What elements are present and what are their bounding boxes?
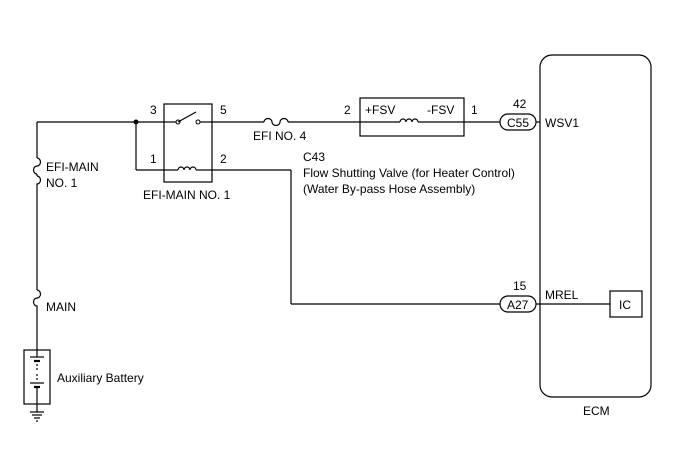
relay-coil-icon: [164, 166, 212, 171]
valve-coil-icon: [360, 118, 464, 123]
valve-minus-label: -FSV: [427, 103, 454, 117]
efi-main-fuse-label-1: EFI-MAIN: [46, 160, 99, 174]
battery-icon: [30, 350, 44, 404]
efi-main-fuse-label-2: NO. 1: [46, 176, 78, 190]
relay-pin-3: 3: [150, 103, 157, 117]
flow-shutting-valve-box: [359, 97, 465, 137]
ecm-pin-15: 15: [513, 279, 527, 293]
valve-name-line1: Flow Shutting Valve (for Heater Control): [303, 166, 515, 180]
valve-connector-label: C43: [303, 150, 325, 164]
connector-a27-label: A27: [507, 298, 529, 312]
connector-c55-label: C55: [507, 116, 529, 130]
main-fuse-label: MAIN: [46, 300, 76, 314]
main-fuse-icon: [32, 289, 42, 320]
ecm-label: ECM: [583, 404, 610, 418]
valve-name-line2: (Water By-pass Hose Assembly): [303, 182, 475, 196]
battery-label: Auxiliary Battery: [57, 371, 144, 385]
relay-pin-2: 2: [220, 152, 227, 166]
valve-plus-label: +FSV: [365, 103, 395, 117]
ecm-box: [539, 54, 652, 398]
efi-no4-fuse-icon: [263, 117, 289, 127]
ground-icon: [30, 404, 44, 422]
relay-label: EFI-MAIN NO. 1: [143, 188, 231, 202]
signal-wsv1: WSV1: [545, 116, 579, 130]
signal-mrel: MREL: [545, 288, 579, 302]
relay-pin-5: 5: [220, 103, 227, 117]
relay-pin-1: 1: [150, 152, 157, 166]
efi-no4-label: EFI NO. 4: [253, 129, 307, 143]
efi-main-fuse-icon: [32, 157, 42, 176]
ic-box: [609, 290, 643, 318]
valve-pin-1: 1: [471, 103, 478, 117]
relay-box: [163, 103, 213, 183]
relay-switch-icon: [164, 111, 212, 125]
ecm-pin-42: 42: [513, 97, 527, 111]
ic-label: IC: [619, 298, 631, 312]
valve-pin-2: 2: [344, 103, 351, 117]
